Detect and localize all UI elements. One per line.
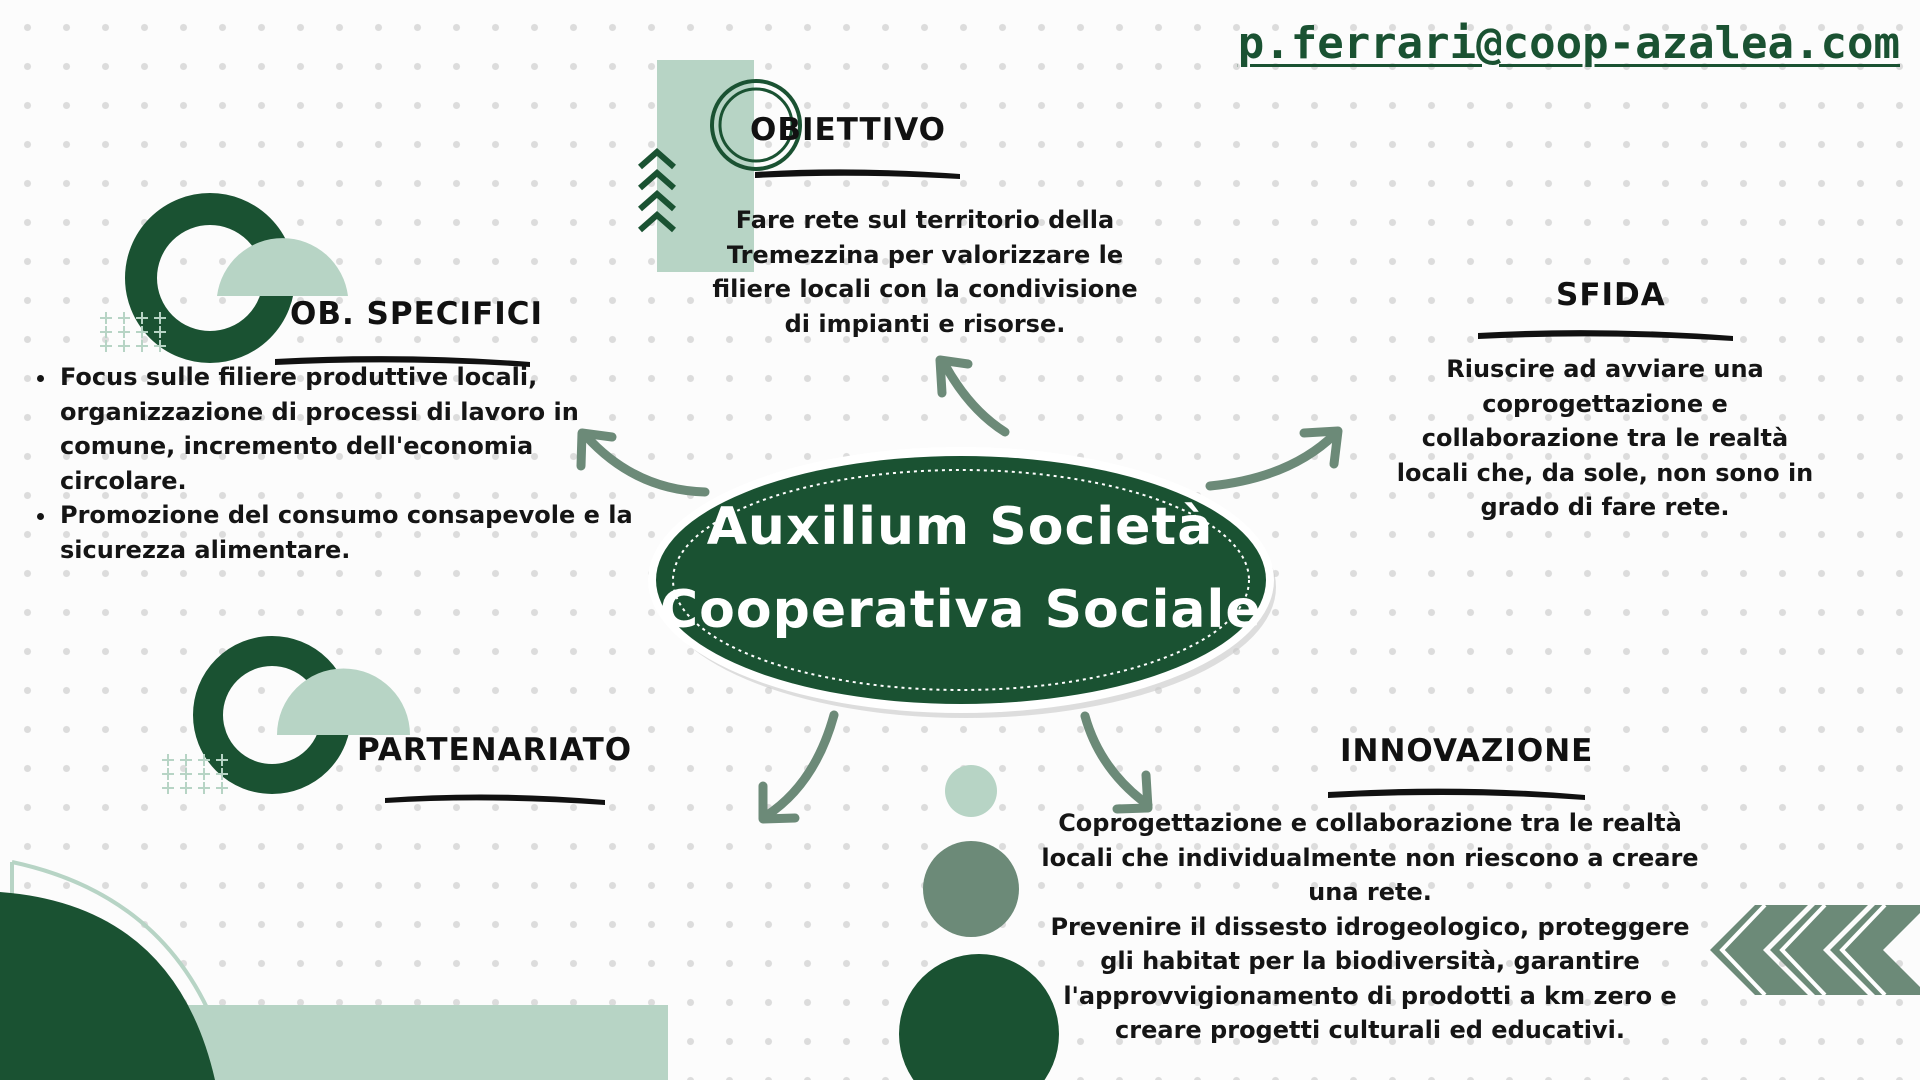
ob-specifici-heading: OB. SPECIFICI: [290, 296, 544, 332]
chevron-up-icon: [638, 147, 676, 233]
curved-arrow-icon: [576, 355, 1343, 824]
ob-specifici-list: Focus sulle filiere produttive locali, o…: [30, 360, 678, 567]
ob-specifici-underline: [275, 356, 530, 367]
sfida-text: Riuscire ad avviare una coprogettazione …: [1396, 355, 1814, 521]
light-green-bar: [175, 1005, 668, 1080]
obiettivo-underline: [755, 169, 960, 179]
bottom-left-decoration: [0, 860, 668, 1080]
semicircle-icon: [217, 238, 348, 296]
arrow-to-sfida: [1205, 429, 1340, 491]
innovazione-heading: INNOVAZIONE: [1340, 733, 1594, 769]
innovazione-underline: [1328, 788, 1585, 800]
partenariato-heading: PARTENARIATO: [357, 732, 633, 768]
list-item: Promozione del consumo consapevole e la …: [58, 498, 678, 567]
innovazione-text: Coprogettazione e collaborazione tra le …: [1041, 809, 1699, 1044]
arrow-to-partenariato: [761, 710, 839, 821]
central-title-line-1: Auxilium Società: [706, 497, 1214, 557]
central-ellipse: [656, 456, 1266, 704]
list-item: Focus sulle filiere produttive locali, o…: [58, 360, 678, 498]
contact-email[interactable]: p.ferrari@coop-azalea.com: [1237, 18, 1900, 69]
dark-quarter-circle: [0, 892, 215, 1080]
sfida-underline: [1478, 330, 1733, 341]
arrow-to-obiettivo: [940, 360, 1010, 437]
chevron-left-icon: [1710, 903, 1920, 997]
ob-specifici-decoration: [100, 193, 348, 363]
partenariato-underline: [385, 794, 605, 805]
arrow-to-innovazione: [1080, 711, 1153, 810]
sfida-heading: SFIDA: [1556, 277, 1666, 313]
arrow-to-ob-specifici: [581, 431, 710, 497]
obiettivo-heading: OBIETTIVO: [750, 112, 947, 148]
ring-icon: [710, 79, 802, 171]
central-node: [648, 447, 1276, 718]
plus-grid-icon: [162, 754, 228, 794]
plus-grid-icon: [100, 312, 166, 352]
central-title-line-2: Cooperativa Sociale: [660, 580, 1262, 640]
stacked-circles: [899, 765, 1059, 1080]
underlines: [275, 169, 1733, 805]
semicircle-icon: [277, 668, 410, 735]
partenariato-decoration: [162, 636, 410, 794]
arc-outline: [11, 860, 234, 1080]
obiettivo-text: Fare rete sul territorio della Tremezzin…: [712, 206, 1138, 338]
central-title: Auxilium Società Cooperativa Sociale: [660, 486, 1262, 652]
obiettivo-decoration: [638, 60, 802, 272]
